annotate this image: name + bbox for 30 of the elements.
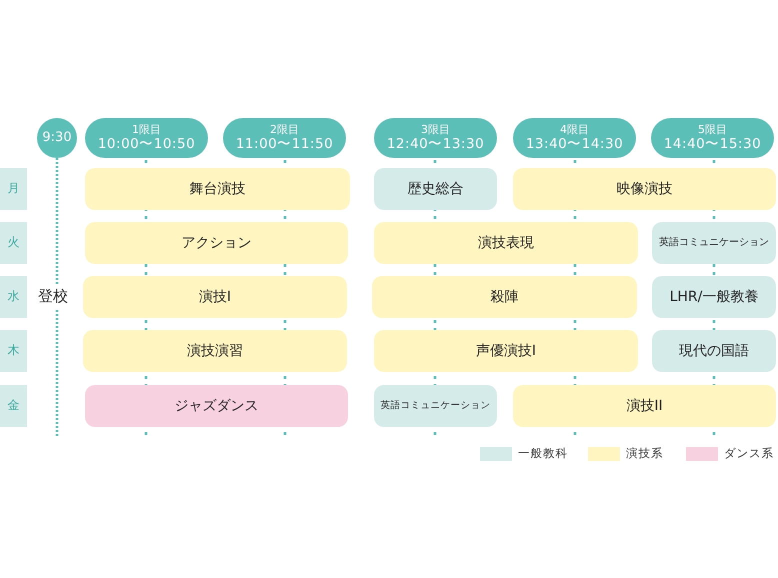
day-cell: 火 bbox=[0, 222, 27, 264]
period-header: 3限目 12:40〜13:30 bbox=[374, 118, 497, 158]
period-header: 4限目 13:40〜14:30 bbox=[513, 118, 636, 158]
class-box: 英語コミュニケーション bbox=[652, 222, 776, 264]
arrival-label: 登校 bbox=[38, 285, 68, 308]
class-box: 演技演習 bbox=[83, 330, 347, 372]
period-header: 2限目 11:00〜11:50 bbox=[223, 118, 346, 158]
legend-label: ダンス系 bbox=[724, 446, 774, 461]
class-box: 演技I bbox=[83, 276, 347, 318]
day-cell: 木 bbox=[0, 330, 27, 372]
class-box: 殺陣 bbox=[372, 276, 637, 318]
day-cell: 月 bbox=[0, 168, 27, 210]
class-box: 舞台演技 bbox=[85, 168, 350, 210]
class-box: 現代の国語 bbox=[652, 330, 776, 372]
period-header: 5限目 14:40〜15:30 bbox=[651, 118, 774, 158]
time-circle: 9:30 bbox=[37, 118, 77, 158]
day-cell: 金 bbox=[0, 385, 27, 427]
class-box: 英語コミュニケーション bbox=[374, 385, 497, 427]
class-box: 演技表現 bbox=[374, 222, 638, 264]
day-cell: 水 bbox=[0, 276, 27, 318]
legend-label: 一般教科 bbox=[518, 446, 568, 461]
class-box: 歴史総合 bbox=[374, 168, 497, 210]
class-box: LHR/一般教養 bbox=[652, 276, 776, 318]
class-box: アクション bbox=[85, 222, 348, 264]
class-box: ジャズダンス bbox=[85, 385, 348, 427]
legend-label: 演技系 bbox=[626, 446, 664, 461]
class-box: 声優演技I bbox=[374, 330, 638, 372]
class-box: 映像演技 bbox=[513, 168, 776, 210]
class-box: 演技II bbox=[513, 385, 776, 427]
period-header: 1限目 10:00〜10:50 bbox=[85, 118, 208, 158]
